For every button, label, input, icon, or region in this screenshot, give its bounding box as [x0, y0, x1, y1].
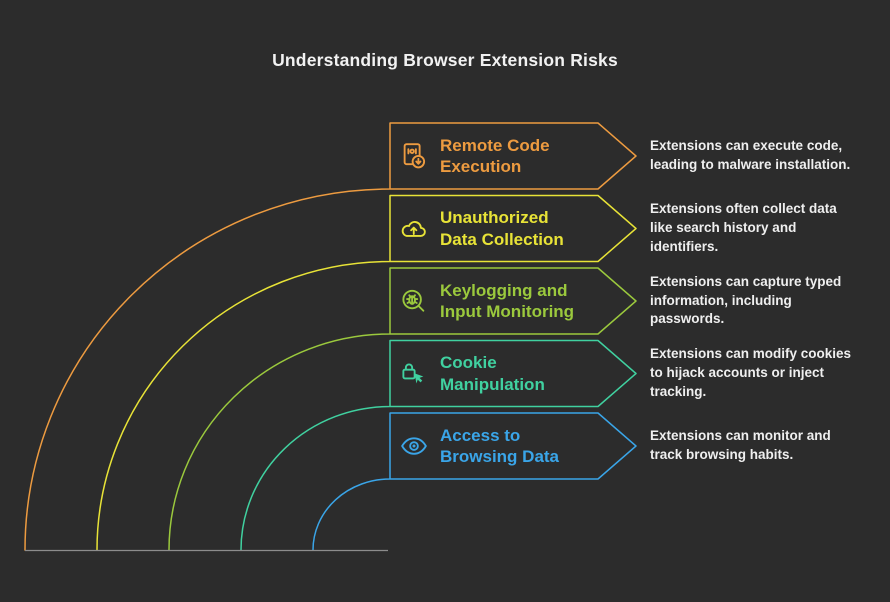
risk-title: Access to Browsing Data [440, 425, 560, 466]
risk-description: Extensions can capture typed information… [650, 273, 842, 327]
document-code-download-icon [399, 141, 429, 171]
risk-row-keylogging: Keylogging and Input Monitoring [399, 268, 590, 334]
arc-banner-browsing-data [312, 412, 637, 551]
risk-row-remote-code: Remote Code Execution [399, 123, 590, 189]
risk-title: Remote Code Execution [440, 135, 550, 176]
risk-title: Cookie Manipulation [440, 353, 545, 394]
risk-description: Extensions often collect data like searc… [650, 201, 837, 254]
arc-banner-keylogging [168, 267, 637, 551]
risk-row-data-collection: Unauthorized Data Collection [399, 195, 590, 262]
risk-title: Keylogging and Input Monitoring [440, 280, 575, 321]
bug-magnifier-icon [399, 286, 429, 316]
risk-description: Extensions can modify cookies to hijack … [650, 346, 852, 399]
risk-description: Extensions can execute code, leading to … [650, 138, 851, 172]
arc-banner-data-collection [96, 194, 637, 551]
cloud-upload-icon [399, 214, 429, 244]
page-title: Understanding Browser Extension Risks [272, 50, 618, 70]
risk-description: Extensions can monitor and track browsin… [650, 428, 831, 462]
risk-row-browsing-data: Access to Browsing Data [399, 413, 590, 479]
eye-icon [399, 431, 429, 461]
risk-title: Unauthorized Data Collection [440, 208, 564, 249]
lock-cursor-icon [399, 359, 429, 389]
arc-banner-cookie [240, 339, 637, 551]
arc-banner-remote-code [24, 122, 637, 551]
risk-row-cookie: Cookie Manipulation [399, 340, 590, 407]
